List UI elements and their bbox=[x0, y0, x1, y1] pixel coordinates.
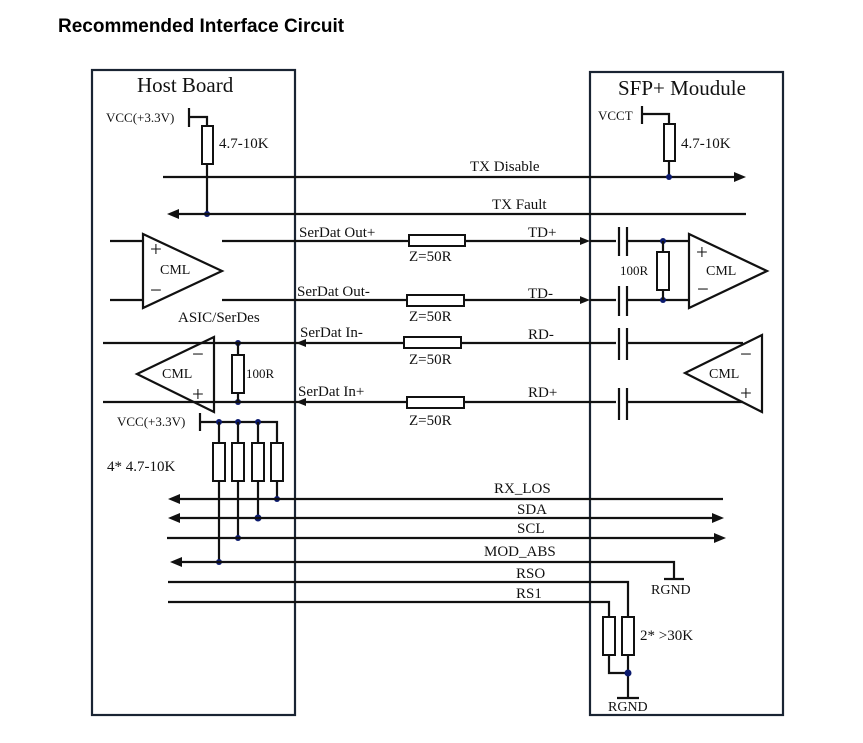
z1-label: Z=50R bbox=[409, 249, 452, 265]
plus-sign: + bbox=[696, 240, 708, 264]
resistor-icon bbox=[656, 251, 670, 291]
host-quad-pullups: VCC(+3.3V) 4* 4.7-10K bbox=[107, 413, 284, 565]
arrow-left-icon bbox=[296, 398, 306, 406]
amplifier-icon bbox=[134, 335, 216, 414]
tx-disable-line: TX Disable bbox=[163, 159, 746, 182]
module-term-label: 100R bbox=[620, 263, 649, 278]
arrow-right-icon bbox=[714, 533, 726, 543]
serdat-out-n-line: SerDat Out- Z=50R TD- bbox=[222, 284, 616, 325]
z2-label: Z=50R bbox=[409, 309, 452, 325]
rd-n-label: RD- bbox=[528, 327, 554, 343]
z4-label: Z=50R bbox=[409, 413, 452, 429]
serdat-out-n-label: SerDat Out- bbox=[297, 284, 370, 300]
tx-fault-line: TX Fault bbox=[167, 197, 746, 219]
resistor-icon bbox=[212, 442, 226, 482]
serdat-out-p-label: SerDat Out+ bbox=[299, 225, 375, 241]
resistor-icon bbox=[602, 616, 616, 656]
module-rx-driver: − + CML bbox=[617, 328, 764, 420]
sfp-module-label: SFP+ Moudule bbox=[618, 76, 746, 100]
rs0-label: RSO bbox=[516, 566, 545, 582]
host-pullups4-label: 4* 4.7-10K bbox=[107, 459, 175, 475]
arrow-left-icon bbox=[168, 513, 180, 523]
rd-p-label: RD+ bbox=[528, 385, 557, 401]
td-p-label: TD+ bbox=[528, 225, 556, 241]
minus-sign: − bbox=[192, 342, 204, 366]
resistor-icon bbox=[621, 616, 635, 656]
host-term-label: 100R bbox=[246, 366, 275, 381]
resistor-icon bbox=[251, 442, 265, 482]
sda-label: SDA bbox=[517, 502, 547, 518]
arrow-left-icon bbox=[170, 557, 182, 567]
rs1-label: RS1 bbox=[516, 586, 542, 602]
plus-sign: + bbox=[740, 381, 752, 405]
module-rx-amp-label: CML bbox=[709, 367, 739, 382]
z3-label: Z=50R bbox=[409, 352, 452, 368]
impedance-resistor-icon bbox=[403, 336, 462, 349]
rs-res-label: 2* >30K bbox=[640, 628, 693, 644]
page-title: Recommended Interface Circuit bbox=[58, 16, 345, 37]
host-vcc-label: VCC(+3.3V) bbox=[106, 110, 174, 125]
arrow-left-icon bbox=[296, 339, 306, 347]
arrow-left-icon bbox=[167, 209, 179, 219]
arrow-right-icon bbox=[580, 296, 590, 304]
host-tx-amp-label: CML bbox=[160, 263, 190, 278]
resistor-icon bbox=[201, 125, 214, 165]
serdat-in-p-line: SerDat In+ Z=50R RD+ bbox=[215, 384, 616, 429]
arrow-right-icon bbox=[712, 513, 724, 523]
host-tx-cml-amplifier: + − CML bbox=[110, 232, 225, 310]
rgnd1-label: RGND bbox=[651, 583, 691, 598]
rx-los-label: RX_LOS bbox=[494, 481, 551, 497]
resistor-icon bbox=[231, 442, 245, 482]
arrow-left-icon bbox=[168, 494, 180, 504]
minus-sign: − bbox=[740, 342, 752, 366]
tx-disable-label: TX Disable bbox=[470, 159, 540, 175]
host-board-box bbox=[90, 68, 297, 717]
arrow-right-icon bbox=[580, 237, 590, 245]
tx-fault-label: TX Fault bbox=[492, 197, 547, 213]
mod-abs-label: MOD_ABS bbox=[484, 544, 556, 560]
resistor-icon bbox=[270, 442, 284, 482]
impedance-resistor-icon bbox=[406, 396, 465, 409]
plus-sign: + bbox=[192, 382, 204, 406]
scl-label: SCL bbox=[517, 521, 545, 537]
serdat-in-n-line: SerDat In- Z=50R RD- bbox=[215, 325, 616, 368]
amplifier-icon bbox=[682, 333, 764, 414]
amplifier-icon bbox=[687, 232, 770, 310]
host-txctrl-pullup: VCC(+3.3V) 4.7-10K bbox=[106, 108, 269, 217]
impedance-resistor-icon bbox=[406, 294, 465, 307]
asic-serdes-label: ASIC/SerDes bbox=[178, 310, 260, 326]
sfp-module-box bbox=[588, 70, 785, 717]
arrow-right-icon bbox=[734, 172, 746, 182]
amplifier-icon bbox=[141, 232, 225, 310]
host-rx-cml-amplifier: − + CML 100R bbox=[103, 335, 275, 414]
host-board-label: Host Board bbox=[137, 73, 234, 97]
mod-abs-line: MOD_ABS RGND bbox=[170, 544, 691, 598]
serdat-in-n-label: SerDat In- bbox=[300, 325, 363, 341]
module-vcct-pullup: VCCT 4.7-10K bbox=[598, 106, 731, 180]
plus-sign: + bbox=[150, 237, 162, 261]
rx-los-line: RX_LOS bbox=[168, 481, 723, 504]
vcct-label: VCCT bbox=[598, 108, 633, 123]
rs0-line: RSO bbox=[168, 566, 630, 617]
scl-line: SCL bbox=[167, 521, 726, 543]
rs-pulldowns: 2* >30K RGND bbox=[602, 616, 693, 715]
impedance-resistor-icon bbox=[408, 234, 466, 247]
host-vcc2-label: VCC(+3.3V) bbox=[117, 414, 185, 429]
rs1-line: RS1 bbox=[168, 586, 611, 617]
serdat-in-p-label: SerDat In+ bbox=[298, 384, 364, 400]
module-tx-amp-label: CML bbox=[706, 264, 736, 279]
serdat-out-p-line: SerDat Out+ Z=50R TD+ bbox=[222, 225, 616, 265]
td-n-label: TD- bbox=[528, 286, 553, 302]
sda-line: SDA bbox=[168, 502, 724, 523]
minus-sign: − bbox=[150, 278, 162, 302]
rgnd2-label: RGND bbox=[608, 700, 648, 715]
resistor-icon bbox=[663, 123, 676, 162]
module-tx-receiver: 100R + − CML bbox=[617, 227, 770, 316]
host-pullup-label: 4.7-10K bbox=[219, 136, 269, 152]
host-rx-amp-label: CML bbox=[162, 367, 192, 382]
module-pullup-label: 4.7-10K bbox=[681, 136, 731, 152]
minus-sign: − bbox=[697, 277, 709, 301]
resistor-icon bbox=[231, 354, 245, 394]
